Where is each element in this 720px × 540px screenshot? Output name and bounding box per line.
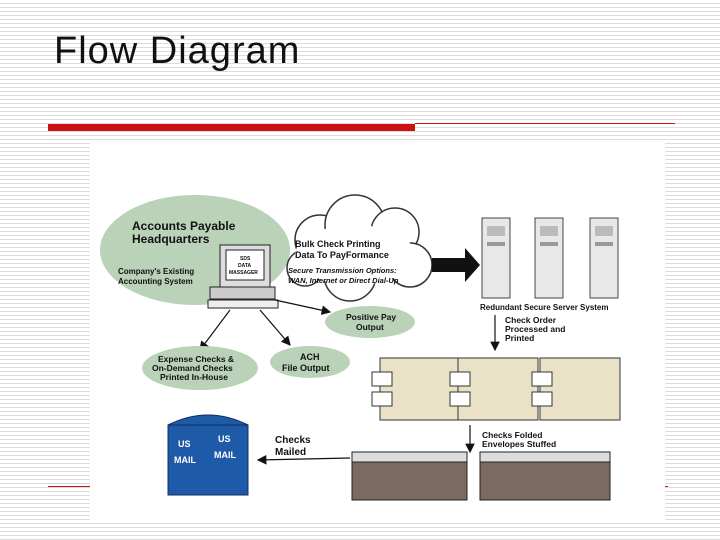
check-printer-icons [371,357,621,421]
arrow-to-servers [432,248,480,282]
server-rack-icons [481,217,619,299]
flow-diagram: Accounts Payable Headquarters Company's … [90,140,665,520]
expense-line2: On-Demand Checks [152,363,233,373]
arrow-to-ach [259,309,291,346]
computer-icon: SDS DATA MASSAGER [207,244,279,309]
svg-text:US: US [218,434,231,444]
slide-title: Flow Diagram [54,30,301,72]
positive-pay-bubble [325,306,415,338]
cloud-options-line2: WAN, Internet or Direct Dial-Up [288,276,399,285]
checks-mailed-line2: Mailed [275,447,306,458]
check-order-line1: Check Order [505,315,557,325]
arrow-to-positive-pay [274,299,332,315]
checks-folded-line2: Envelopes Stuffed [482,439,556,449]
title-accent-bar [48,124,415,131]
transmission-cloud [286,194,433,302]
ach-bubble [270,346,350,378]
expense-line1: Expense Checks & [158,354,234,364]
expense-line3: Printed In-House [160,372,228,382]
cloud-title-line1: Bulk Check Printing [295,239,381,249]
expense-checks-bubble [142,346,258,390]
checks-folded-line1: Checks Folded [482,430,542,440]
svg-text:SDS: SDS [240,256,251,262]
ach-line1: ACH [300,352,320,362]
svg-text:MAIL: MAIL [174,455,196,465]
svg-text:MAIL: MAIL [214,450,236,460]
ap-hq-line2: Headquarters [132,232,210,246]
server-system-label: Redundant Secure Server System [480,303,609,312]
arrow-to-mailbox [256,455,351,465]
arrow-to-expense-checks [199,309,231,351]
positive-pay-line1: Positive Pay [346,312,396,322]
cloud-options-line1: Secure Transmission Options: [288,266,397,275]
check-order-line3: Printed [505,333,534,343]
positive-pay-line2: Output [356,322,384,332]
company-system-line1: Company's Existing [118,267,194,276]
svg-text:MASSAGER: MASSAGER [229,270,258,276]
svg-text:US: US [178,439,191,449]
svg-text:DATA: DATA [238,263,252,269]
ach-line2: File Output [282,363,330,373]
company-system-line2: Accounting System [118,277,193,286]
check-order-line2: Processed and [505,324,565,334]
inserter-machine-icons [351,451,611,501]
checks-mailed-line1: Checks [275,435,311,446]
ap-hq-line1: Accounts Payable [132,219,236,233]
cloud-title-line2: Data To PayFormance [295,250,389,260]
mailbox-icon: US MAIL US MAIL [167,414,249,496]
title-accent-line [415,123,675,124]
